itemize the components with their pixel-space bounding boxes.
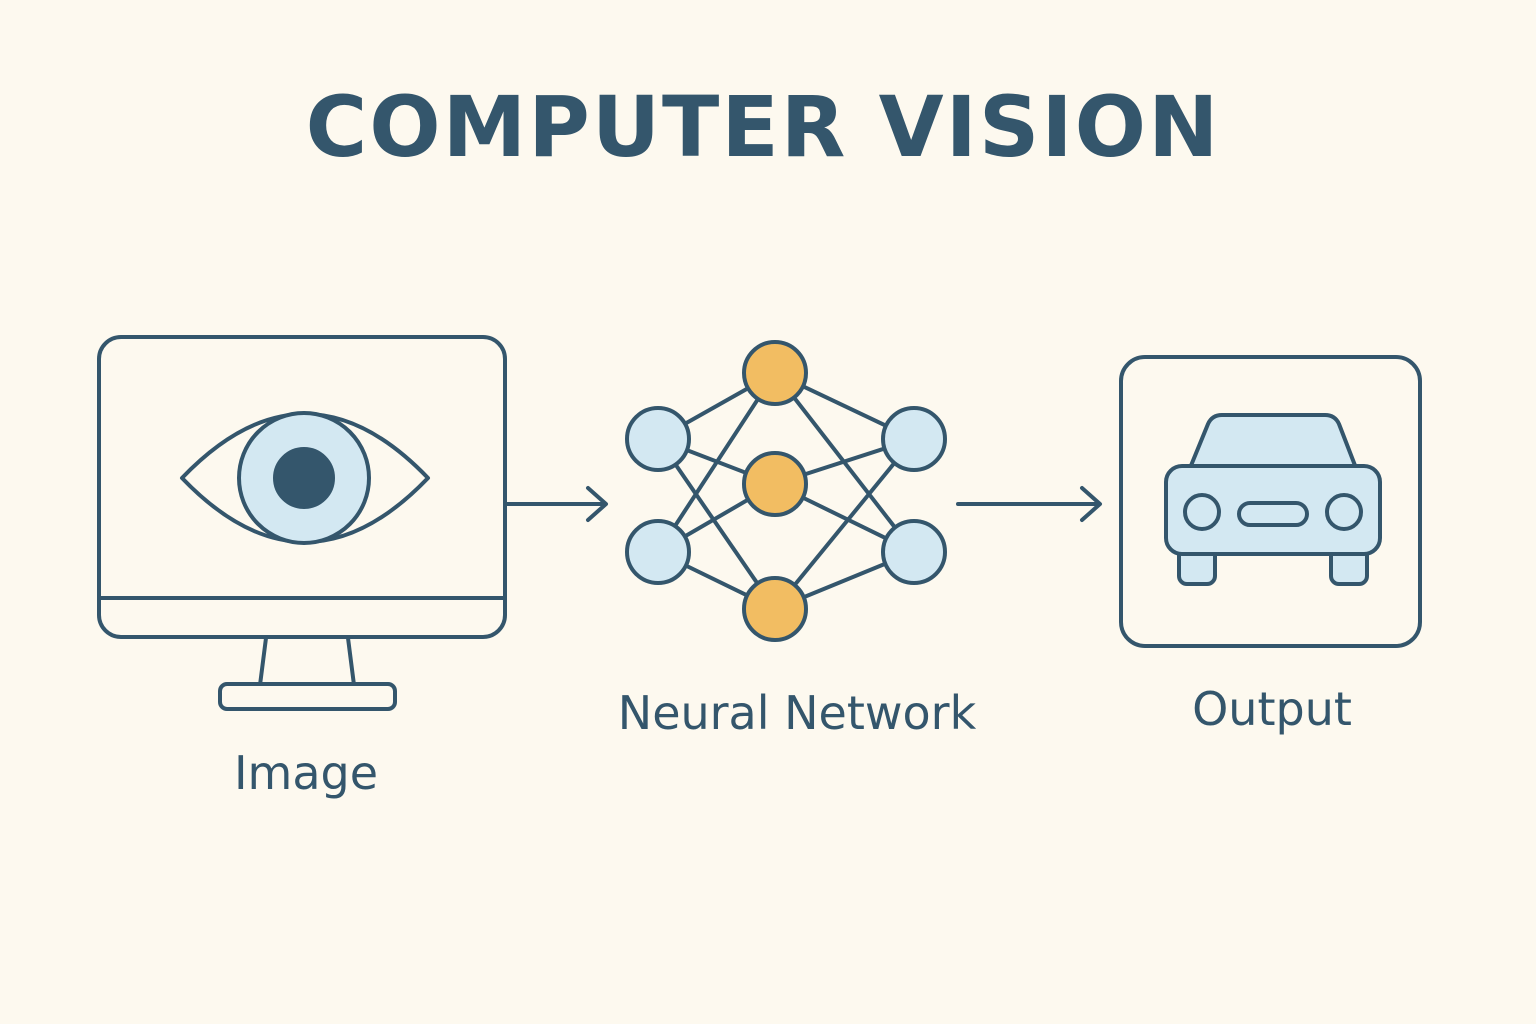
hidden-node-2 bbox=[742, 451, 808, 517]
hidden-node-1 bbox=[742, 340, 808, 406]
input-node-2 bbox=[625, 519, 691, 585]
car-headlight-right bbox=[1325, 493, 1363, 531]
eye-pupil bbox=[273, 447, 335, 509]
arrow-image-to-network bbox=[504, 486, 608, 522]
output-node-2 bbox=[881, 519, 947, 585]
input-node-1 bbox=[625, 406, 691, 472]
car-icon bbox=[1119, 355, 1422, 648]
monitor-eye-icon bbox=[97, 335, 507, 711]
hidden-node-3 bbox=[742, 576, 808, 642]
stage-label-output: Output bbox=[1192, 682, 1352, 736]
car-headlight-left bbox=[1183, 493, 1221, 531]
car-roof bbox=[1188, 413, 1358, 470]
monitor-stand bbox=[258, 636, 356, 687]
arrow-network-to-output bbox=[956, 486, 1102, 522]
output-node-1 bbox=[881, 406, 947, 472]
stage-label-image: Image bbox=[233, 746, 379, 800]
monitor-base bbox=[218, 682, 397, 711]
diagram-title: COMPUTER VISION bbox=[305, 78, 1221, 176]
stage-label-neural-network: Neural Network bbox=[617, 686, 977, 740]
neural-network-icon bbox=[625, 340, 947, 642]
car-grille bbox=[1237, 501, 1309, 527]
